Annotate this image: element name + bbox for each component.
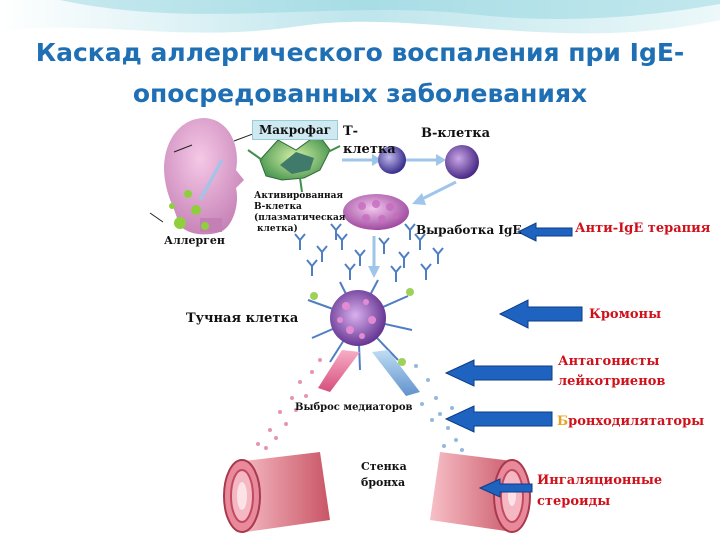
page-title-line-2: опосредованных заболеваниях: [132, 79, 588, 108]
cromones-label: Кромоны: [589, 307, 662, 322]
t-cell: [378, 146, 406, 174]
activated-cell-label-line-2: В-клетка: [254, 202, 302, 212]
bronchus-wall-label-line-1: Стенка: [361, 460, 407, 473]
macrophage-cell: [247, 133, 341, 193]
header-swirl-decoration: [0, 0, 720, 34]
plasma-cell: [343, 194, 409, 230]
mediator-release-label: Выброс медиаторов: [295, 402, 413, 413]
anti-ige-arrow: [516, 222, 573, 242]
steroid-arrow: [478, 478, 533, 498]
inhaled-steroids-label-line-1: Ингаляционные: [537, 473, 663, 488]
t-cell-label-line-1: Т-: [343, 124, 359, 139]
ige-production-label: Выработка IgE: [416, 223, 522, 237]
bronchodilators-label-first-letter: Б: [557, 414, 569, 429]
bronchus-wall-label-line-2: бронха: [361, 476, 406, 489]
t-cell-label-line-2: клетка: [343, 142, 396, 157]
activated-cell-label-line-1: Активированная: [254, 191, 344, 201]
ige-antibodies: [294, 223, 444, 282]
page-title-line-1: Каскад аллергического воспаления при IgE…: [35, 38, 685, 67]
cromones-arrow: [498, 299, 583, 329]
mast-cell-label: Тучная клетка: [186, 311, 299, 326]
b-cell-label: В-клетка: [421, 126, 491, 141]
activated-cell-label-line-3: (плазматическая: [254, 213, 346, 223]
allergen-label: Аллерген: [164, 234, 225, 247]
leukotriene-arrow: [444, 359, 553, 387]
leukotriene-antagonists-label-line-1: Антагонисты: [558, 354, 660, 369]
macrophage-label: Макрофаг: [252, 120, 339, 140]
mediator-particles: [256, 358, 464, 452]
b-cell: [445, 145, 479, 179]
mast-cell: [307, 279, 414, 371]
bronchodilators-label-rest: ронходилятаторы: [568, 414, 705, 429]
mediator-stream-left: [318, 350, 360, 392]
allergen-particles: [169, 190, 209, 230]
therapy-arrows: [444, 222, 583, 498]
leukotriene-antagonists-label-line-2: лейкотриенов: [558, 374, 666, 389]
inhaled-steroids-label-line-2: стероиды: [537, 494, 611, 509]
bronchodilator-arrow: [444, 405, 553, 433]
anti-ige-therapy-label: Анти-IgE терапия: [575, 221, 711, 236]
patient-head-illustration: [164, 118, 244, 235]
bronchodilators-label: Бронходилятаторы: [557, 414, 704, 429]
activated-cell-label-line-4: клетка): [257, 224, 298, 234]
bronchus-wall-left: [223, 452, 330, 533]
